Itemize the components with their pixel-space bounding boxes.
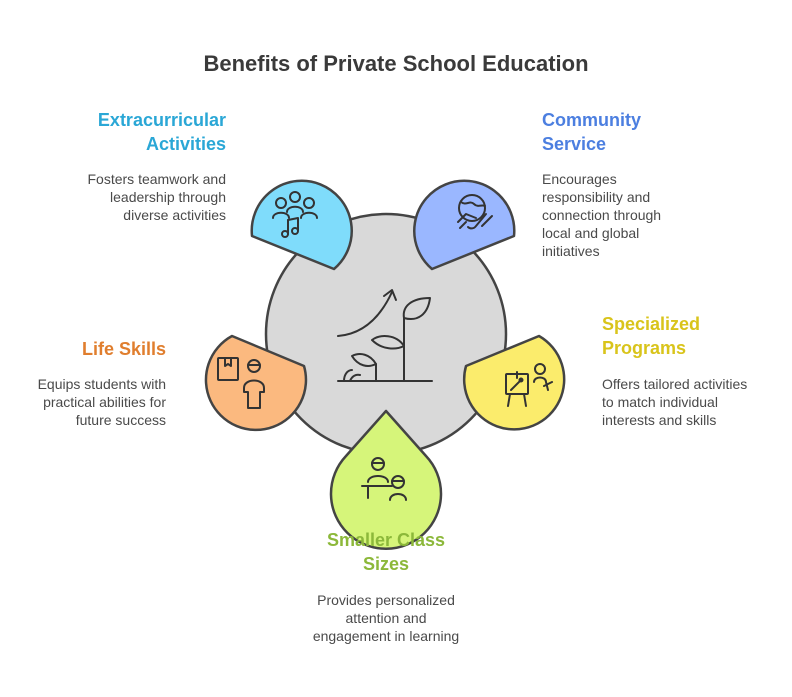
life-title-line1: Life Skills: [81, 339, 166, 359]
community-desc-line4: local and global: [542, 225, 640, 241]
smaller-title: Smaller Class Sizes: [246, 528, 526, 576]
life-desc-line3: future success: [75, 412, 166, 428]
extracurricular-desc: Fosters teamwork and leadership through …: [88, 170, 227, 224]
extracurricular-desc-line2: leadership through: [110, 189, 226, 205]
life-desc: Equips students with practical abilities…: [38, 375, 166, 429]
page-title: Benefits of Private School Education: [203, 51, 589, 76]
drop-smaller: [329, 409, 443, 550]
drop-specialized: [462, 334, 566, 431]
life-desc-line1: Equips students with: [37, 376, 166, 392]
extracurricular-title-line2: Activities: [145, 134, 226, 154]
community-desc: Encourages responsibility and connection…: [542, 170, 661, 260]
community-desc-line3: connection through: [542, 207, 662, 223]
smaller-title-line2: Sizes: [362, 554, 410, 574]
community-desc-line1: Encourages: [542, 171, 617, 187]
community-desc-line2: responsibility and: [542, 189, 651, 205]
smaller-desc-line2: attention and: [345, 610, 427, 626]
life-desc-line2: practical abilities for: [43, 394, 166, 410]
community-title-line1: Community: [542, 110, 641, 130]
easel-painter-icon: [505, 363, 553, 407]
drop-extracurricular: [250, 179, 353, 271]
specialized-desc-line3: interests and skills: [602, 412, 717, 428]
person-box-icon: [217, 357, 265, 409]
life-title: Life Skills: [82, 337, 166, 361]
extracurricular-desc-line1: Fosters teamwork and: [87, 171, 227, 187]
community-title: Community Service: [542, 108, 641, 156]
extracurricular-title: Extracurricular Activities: [98, 108, 226, 156]
globe-handshake-icon: [457, 194, 493, 230]
specialized-desc-line1: Offers tailored activities: [602, 376, 748, 392]
specialized-desc-line2: to match individual: [602, 394, 718, 410]
smaller-desc: Provides personalized attention and enga…: [246, 591, 526, 645]
specialized-title-line2: Programs: [602, 338, 687, 358]
growth-plant-icon: [337, 289, 433, 382]
group-music-icon: [272, 191, 318, 238]
smaller-title-line1: Smaller Class: [326, 530, 446, 550]
extracurricular-title-line1: Extracurricular: [97, 110, 226, 130]
extracurricular-desc-line3: diverse activities: [123, 207, 226, 223]
community-title-line2: Service: [542, 134, 607, 154]
smaller-desc-line1: Provides personalized: [317, 592, 455, 608]
specialized-title: Specialized Programs: [602, 312, 700, 360]
community-desc-line5: initiatives: [542, 243, 600, 259]
teacher-student-icon: [361, 457, 407, 501]
specialized-title-line1: Specialized: [602, 314, 701, 334]
specialized-desc: Offers tailored activities to match indi…: [602, 375, 747, 429]
smaller-desc-line3: engagement in learning: [312, 628, 460, 644]
